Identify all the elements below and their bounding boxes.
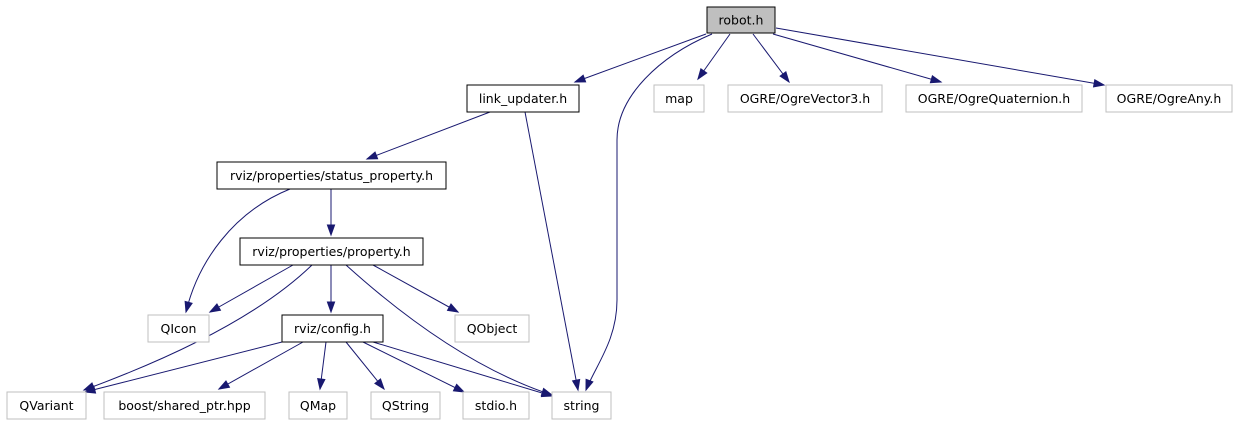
edge-config-h-to-string xyxy=(372,341,554,398)
node-status-property-h[interactable]: rviz/properties/status_property.h xyxy=(216,161,447,190)
arrowhead-icon xyxy=(540,388,554,398)
arrowhead-icon xyxy=(697,67,708,81)
edge-robot-h-to-ogre-quaternion-h xyxy=(772,33,943,84)
node-stdio-h[interactable]: stdio.h xyxy=(462,391,530,420)
node-ogre-any-h-label: OGRE/OgreAny.h xyxy=(1117,91,1222,106)
edge-line xyxy=(218,341,304,390)
edge-config-h-to-stdio-h xyxy=(362,341,466,393)
arrowhead-icon xyxy=(326,224,336,237)
arrowhead-icon xyxy=(446,303,460,313)
edge-line xyxy=(524,111,579,391)
edge-status-property-h-to-qicon xyxy=(184,188,291,314)
arrowhead-icon xyxy=(571,378,581,392)
edge-line xyxy=(372,341,553,397)
nodes: robot.h link_updater.h map OGRE/OgreVect… xyxy=(6,6,1233,420)
node-property-h-label: rviz/properties/property.h xyxy=(252,244,410,259)
node-ogre-vector3-h[interactable]: OGRE/OgreVector3.h xyxy=(727,84,883,113)
edge-property-h-to-config-h xyxy=(326,265,336,314)
node-ogre-quaternion-h[interactable]: OGRE/OgreQuaternion.h xyxy=(905,84,1083,113)
node-link-updater-h-label: link_updater.h xyxy=(479,91,567,106)
node-qicon[interactable]: QIcon xyxy=(147,314,210,343)
node-qstring-label: QString xyxy=(382,398,429,413)
edge-line xyxy=(84,341,283,393)
arrowhead-icon xyxy=(217,380,231,390)
node-config-h[interactable]: rviz/config.h xyxy=(281,314,384,343)
node-map-label: map xyxy=(665,91,693,106)
edge-config-h-to-boost-shared-ptr-hpp xyxy=(217,341,304,390)
edge-line xyxy=(362,341,465,393)
edge-line xyxy=(345,264,553,396)
node-qvariant[interactable]: QVariant xyxy=(6,391,87,420)
node-ogre-quaternion-h-label: OGRE/OgreQuaternion.h xyxy=(918,91,1070,106)
node-qmap-label: QMap xyxy=(300,398,336,413)
edge-config-h-to-qstring xyxy=(345,341,385,391)
edge-line xyxy=(585,33,713,391)
node-map[interactable]: map xyxy=(653,84,705,113)
node-status-property-h-label: rviz/properties/status_property.h xyxy=(230,168,433,183)
edge-link-updater-h-to-status-property-h xyxy=(365,111,491,160)
edge-robot-h-to-string xyxy=(585,33,713,392)
arrowhead-icon xyxy=(452,383,466,393)
arrowhead-icon xyxy=(1092,78,1106,88)
node-qstring[interactable]: QString xyxy=(370,391,441,420)
node-link-updater-h[interactable]: link_updater.h xyxy=(466,84,580,113)
node-ogre-vector3-h-label: OGRE/OgreVector3.h xyxy=(740,91,870,106)
edge-line xyxy=(209,264,294,313)
edge-line xyxy=(185,188,291,313)
edge-property-h-to-qobject xyxy=(372,264,460,313)
arrowhead-icon xyxy=(83,385,97,394)
node-boost-shared-ptr-hpp[interactable]: boost/shared_ptr.hpp xyxy=(103,391,266,420)
arrowhead-icon xyxy=(374,378,385,391)
node-qobject-label: QObject xyxy=(467,321,518,336)
edge-status-property-h-to-property-h xyxy=(326,189,336,237)
edge-config-h-to-qmap xyxy=(317,341,327,391)
arrowhead-icon xyxy=(326,301,336,314)
node-config-h-label: rviz/config.h xyxy=(294,321,371,336)
edge-robot-h-to-link-updater-h xyxy=(573,33,707,83)
node-qmap[interactable]: QMap xyxy=(288,391,348,420)
node-string[interactable]: string xyxy=(551,391,612,420)
arrowhead-icon xyxy=(317,378,326,391)
node-string-label: string xyxy=(564,398,600,413)
edge-line xyxy=(372,264,459,313)
edge-line xyxy=(574,33,707,83)
edge-line xyxy=(772,33,942,83)
edge-link-updater-h-to-string xyxy=(524,111,581,392)
arrowhead-icon xyxy=(779,71,790,84)
edge-line xyxy=(775,27,1105,86)
edges xyxy=(82,27,1106,398)
node-robot-h-label: robot.h xyxy=(719,13,764,28)
node-boost-shared-ptr-hpp-label: boost/shared_ptr.hpp xyxy=(118,398,250,413)
arrowhead-icon xyxy=(585,378,594,392)
arrowhead-icon xyxy=(208,303,222,313)
edge-robot-h-to-ogre-vector3-h xyxy=(752,33,790,84)
edge-line xyxy=(366,111,491,160)
arrowhead-icon xyxy=(184,300,193,314)
node-stdio-h-label: stdio.h xyxy=(475,398,517,413)
node-property-h[interactable]: rviz/properties/property.h xyxy=(239,237,424,266)
node-qobject[interactable]: QObject xyxy=(454,314,530,343)
arrowhead-icon xyxy=(573,74,587,83)
node-ogre-any-h[interactable]: OGRE/OgreAny.h xyxy=(1105,84,1233,113)
node-qvariant-label: QVariant xyxy=(19,398,73,413)
node-robot-h[interactable]: robot.h xyxy=(706,6,776,34)
edge-property-h-to-qicon xyxy=(208,264,294,313)
node-qicon-label: QIcon xyxy=(161,321,197,336)
arrowhead-icon xyxy=(929,74,943,84)
edge-config-h-to-qvariant xyxy=(83,341,283,394)
edge-robot-h-to-ogre-any-h xyxy=(775,27,1106,88)
arrowhead-icon xyxy=(365,151,379,160)
edge-robot-h-to-map xyxy=(697,33,731,81)
